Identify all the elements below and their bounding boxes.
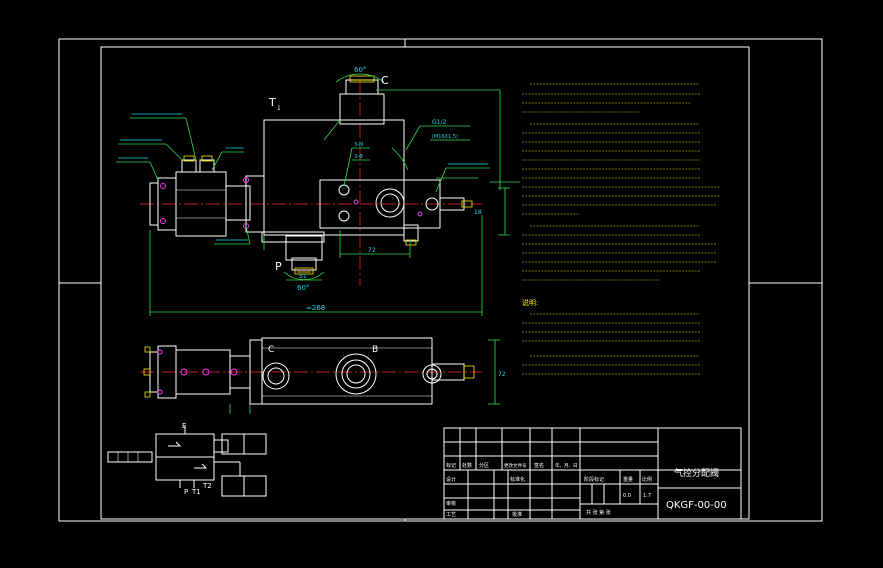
tb-designer: 设计 [446, 476, 456, 483]
tb-drawing-no: QKGF-00-00 [666, 500, 727, 511]
label-front-c: C [268, 345, 274, 355]
label-schematic-t1: T1 [191, 488, 201, 496]
tb-sheet-total: 共 张 第 张 [586, 509, 611, 516]
tb-process: 工艺 [446, 512, 456, 518]
notes-heading: 说明: [522, 298, 538, 307]
tb-stage-label: 阶段标记 [584, 476, 604, 483]
label-note-3m: 3-M [354, 142, 363, 148]
tb-sign: 签名 [534, 462, 544, 469]
label-note-3phi: 3-Φ [354, 154, 363, 160]
front-view: C B 72 [140, 337, 506, 414]
label-schematic-t2: T2 [202, 482, 212, 490]
label-note-m16: (M16X1.5) [432, 134, 458, 140]
tb-scale-label: 比例 [642, 476, 652, 483]
tb-change-doc: 更改文件号 [504, 462, 527, 469]
label-bottom-angle: 60° [297, 284, 309, 292]
label-side-height: 72 [498, 371, 506, 378]
label-schematic-p: P [184, 488, 188, 496]
tb-standard: 标准化 [510, 476, 525, 483]
tb-count: 处数 [462, 462, 472, 469]
tb-scale: 1:7 [643, 493, 651, 499]
tb-marks: 标记 [446, 462, 456, 469]
label-dim-72: 72 [368, 247, 376, 254]
label-note-g12: G1/2 [432, 119, 446, 126]
label-front-b: B [372, 345, 378, 355]
tb-checker: 审核 [446, 500, 456, 507]
title-block: 标记 处数 分区 更改文件号 签名 年、月、日 设计 标准化 审核 工艺 批准 … [443, 427, 742, 520]
label-port-t: T [268, 96, 276, 109]
tb-zone: 分区 [479, 462, 489, 469]
tb-qty: 0.0 [623, 493, 631, 499]
label-port-p: P [275, 260, 282, 273]
drawing-frame [58, 38, 823, 522]
label-schematic-e: E [182, 422, 186, 430]
label-overall-length: ≈268 [306, 304, 325, 312]
label-top-angle: 60° [354, 66, 366, 74]
technical-notes: 说明: [522, 83, 720, 375]
hydraulic-schematic: E P T1 T2 [107, 422, 267, 497]
label-port-t-sub: 1 [277, 105, 281, 112]
label-right-dim: 18 [474, 209, 482, 216]
label-port-c: C [381, 74, 389, 87]
label-bottom-dim: 51 [299, 273, 307, 280]
top-view: C 60° T 1 P 60° 51 ≈268 72 18 G1/2 (M16X… [116, 66, 520, 316]
tb-approve: 批准 [512, 511, 522, 518]
tb-date: 年、月、日 [555, 462, 578, 469]
tb-weight-label: 重量 [623, 476, 633, 483]
tb-drawing-name: 气控分配阀 [674, 467, 719, 479]
